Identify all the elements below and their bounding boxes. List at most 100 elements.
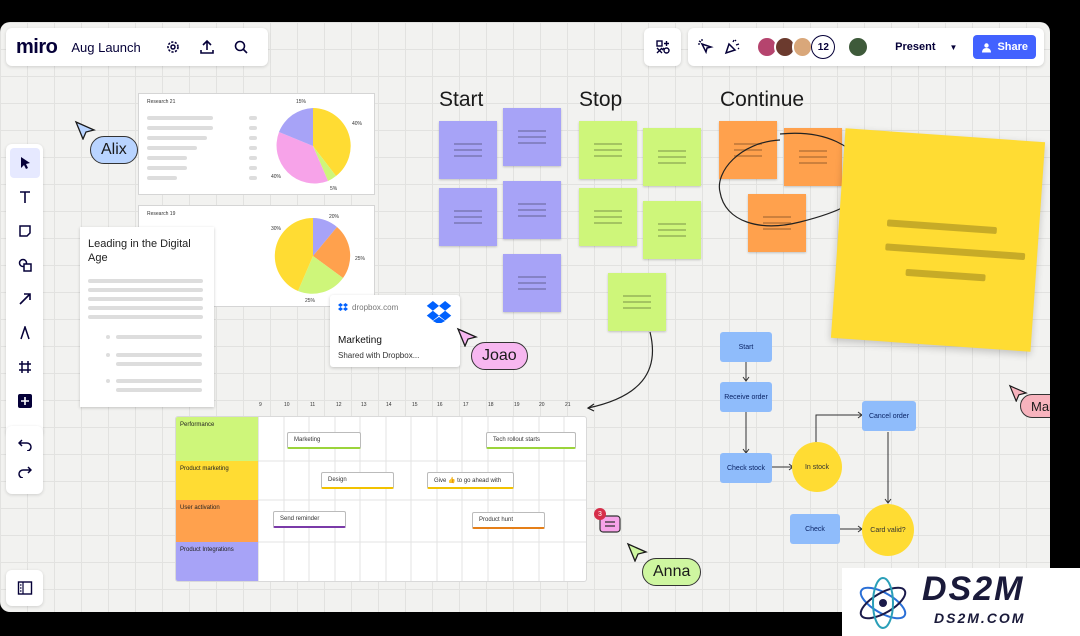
cursor-icon: [626, 542, 648, 562]
cursor-label-joao: Joao: [471, 342, 528, 370]
miro-logo: miro: [16, 35, 58, 58]
shapes-icon: [18, 258, 32, 272]
gantt-day: 15: [412, 402, 418, 408]
dropbox-source: dropbox.com: [352, 303, 399, 312]
pie-label: 40%: [352, 121, 363, 127]
timeline-row-label: User activation: [176, 500, 258, 542]
creation-toolbar: [6, 144, 43, 436]
dropbox-title: Marketing: [338, 335, 382, 346]
gantt-day: 17: [463, 402, 469, 408]
flow-step[interactable]: Receive order: [720, 382, 772, 412]
timeline-task[interactable]: Design: [321, 472, 394, 489]
collaborator-count[interactable]: 12: [811, 35, 836, 59]
panel-toggle-button[interactable]: [6, 570, 43, 606]
timeline-task[interactable]: Give 👍 to go ahead with: [427, 472, 514, 489]
pen-tool[interactable]: [10, 318, 40, 348]
research-card[interactable]: Research 21 15% 40% 40% 5%: [138, 93, 375, 195]
timeline-task[interactable]: Product hunt: [472, 512, 545, 529]
history-toolbar: [6, 426, 43, 494]
pie-label: 5%: [330, 186, 338, 192]
cursor-sparkle-icon[interactable]: [696, 37, 716, 57]
gantt-day: 16: [437, 402, 443, 408]
gantt-day: 13: [361, 402, 367, 408]
cursor-icon: [74, 120, 96, 140]
pie-label: 25%: [355, 256, 366, 262]
whiteboard-canvas[interactable]: miro Aug Launch 12 Present ▼: [0, 22, 1050, 612]
flow-step[interactable]: Cancel order: [862, 401, 916, 431]
document-card[interactable]: Leading in the Digital Age: [80, 227, 214, 407]
frame-tool[interactable]: [10, 352, 40, 382]
stop-heading: Stop: [579, 88, 623, 111]
sticky-note[interactable]: [579, 188, 637, 246]
flow-step[interactable]: Start: [720, 332, 772, 362]
sticky-note[interactable]: [579, 121, 637, 179]
pie-chart: [276, 108, 351, 184]
gantt-day: 19: [514, 402, 520, 408]
sticky-note-icon: [18, 225, 31, 237]
sticky-note[interactable]: [439, 121, 497, 179]
pie-label: 15%: [296, 99, 307, 105]
redo-icon[interactable]: [17, 464, 32, 483]
sticky-note[interactable]: [643, 128, 701, 186]
dropbox-subtitle: Shared with Dropbox...: [338, 351, 420, 360]
cursor-icon: [456, 327, 478, 347]
timeline-row-label: Performance: [176, 417, 258, 461]
document-title: Leading in the Digital Age: [88, 238, 191, 264]
connector-tool[interactable]: [10, 284, 40, 314]
cursor-label-alix: Alix: [90, 136, 138, 164]
sticky-note[interactable]: [503, 181, 561, 239]
sticky-note[interactable]: [784, 128, 842, 186]
dropbox-card[interactable]: dropbox.com Marketing Shared with Dropbo…: [330, 295, 460, 367]
celebrate-icon[interactable]: [722, 37, 742, 57]
gantt-day: 9: [259, 402, 262, 408]
arrow-icon: [18, 293, 31, 305]
pie-label: 20%: [329, 214, 340, 220]
shapes-tool[interactable]: [10, 250, 40, 280]
share-label: Share: [997, 41, 1029, 53]
sticky-note[interactable]: [439, 188, 497, 246]
search-icon[interactable]: [231, 37, 251, 57]
frame-icon: [18, 361, 31, 373]
gear-icon[interactable]: [163, 37, 183, 57]
upload-icon[interactable]: [197, 37, 217, 57]
comment-count: 3: [594, 508, 606, 520]
chevron-down-icon: ▼: [949, 42, 958, 52]
timeline-task[interactable]: Marketing: [287, 432, 361, 449]
undo-icon[interactable]: [17, 437, 32, 456]
apps-button[interactable]: [644, 28, 681, 66]
continue-heading: Continue: [720, 88, 805, 111]
timeline-row-label: Product marketing: [176, 461, 258, 500]
cursor-icon: [20, 157, 30, 169]
sticky-note[interactable]: [719, 121, 777, 179]
sticky-note[interactable]: [503, 254, 561, 312]
start-heading: Start: [439, 88, 484, 111]
dropbox-icon: [338, 303, 348, 311]
share-button[interactable]: Share: [973, 35, 1037, 59]
select-tool[interactable]: [9, 148, 40, 178]
user-icon: [982, 42, 992, 52]
sticky-note[interactable]: [503, 108, 561, 166]
sticky-note[interactable]: [608, 273, 666, 331]
sticky-note[interactable]: [643, 201, 701, 259]
timeline-task[interactable]: Send reminder: [273, 511, 346, 528]
plus-icon: [17, 394, 32, 408]
sticky-note-tool[interactable]: [10, 216, 40, 246]
text-tool[interactable]: [10, 182, 40, 212]
timeline-task[interactable]: Tech rollout starts: [486, 432, 576, 449]
timeline-table[interactable]: Performance Product marketing User activ…: [175, 416, 587, 582]
flow-decision[interactable]: In stock: [792, 442, 842, 492]
comment-bubble[interactable]: 3: [594, 508, 622, 536]
flow-step[interactable]: Check stock: [720, 453, 772, 483]
flow-decision[interactable]: Card valid?: [862, 504, 914, 556]
pie-chart: [274, 217, 351, 294]
board-name[interactable]: Aug Launch: [71, 39, 141, 55]
cursor-label-anna: Anna: [642, 558, 702, 586]
present-button[interactable]: Present ▼: [885, 35, 967, 59]
timeline-row-label: Product Integrations: [176, 542, 258, 581]
large-sticky-note[interactable]: [830, 128, 1046, 352]
more-tools-button[interactable]: [10, 386, 40, 416]
flow-step[interactable]: Check: [790, 514, 840, 544]
avatar[interactable]: [847, 36, 870, 58]
gantt-day: 12: [336, 402, 342, 408]
gantt-day: 18: [488, 402, 494, 408]
